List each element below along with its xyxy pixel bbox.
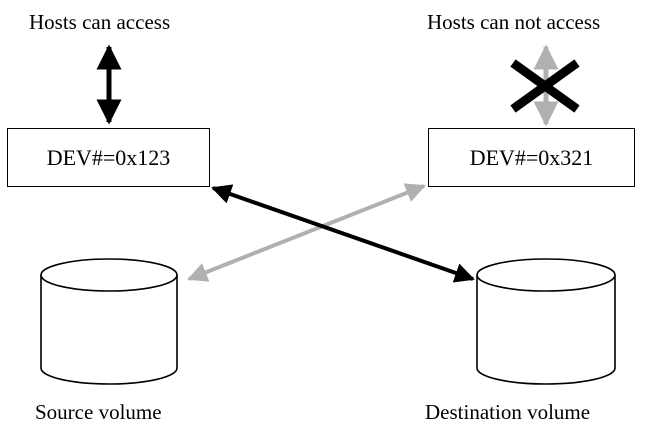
destination-volume-label: Destination volume <box>425 400 591 424</box>
source-volume-label: Source volume <box>35 400 162 424</box>
left-host-access-label: Hosts can access <box>29 10 171 34</box>
blocked-x-mark-icon <box>510 59 580 113</box>
destination-volume-cylinder-icon <box>476 258 616 385</box>
source-to-right-device-arrow-icon <box>187 183 426 282</box>
source-volume-cylinder-icon <box>40 258 178 385</box>
left-device-box: DEV#=0x123 <box>7 128 210 187</box>
right-host-access-label: Hosts can not access <box>427 10 601 34</box>
right-device-box: DEV#=0x321 <box>428 128 635 187</box>
left-device-to-destination-arrow-icon <box>211 184 475 283</box>
